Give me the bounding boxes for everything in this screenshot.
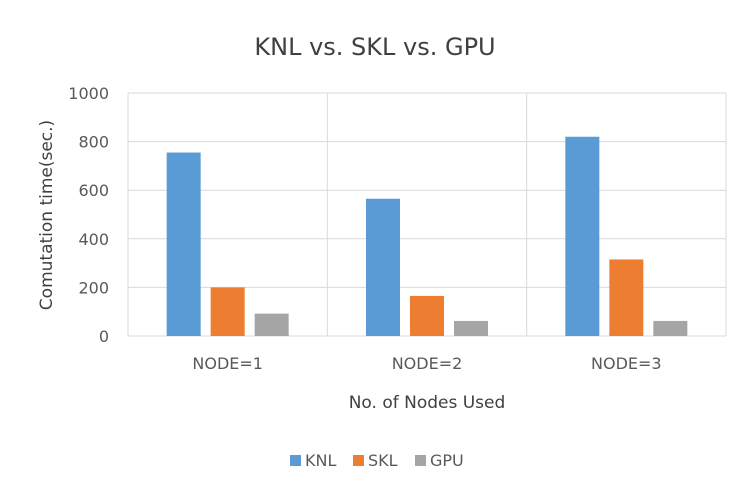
bar-knl-2 xyxy=(366,198,400,336)
x-axis-ticks: NODE=1 NODE=2 NODE=3 xyxy=(192,354,661,373)
y-tick-label: 1000 xyxy=(68,84,109,103)
x-axis-label: No. of Nodes Used xyxy=(349,393,506,413)
y-axis-label: Comutation time(sec.) xyxy=(37,120,57,310)
chart-title: KNL vs. SKL vs. GPU xyxy=(254,33,495,61)
bars xyxy=(166,136,688,336)
bar-skl-2 xyxy=(410,295,444,336)
x-tick-label: NODE=1 xyxy=(192,354,263,373)
y-tick-label: 600 xyxy=(78,181,109,200)
legend-label-gpu: GPU xyxy=(430,451,464,470)
y-tick-label: 0 xyxy=(99,327,109,346)
legend-swatch-gpu xyxy=(415,455,426,466)
bar-knl-1 xyxy=(166,152,201,336)
legend: KNL SKL GPU xyxy=(290,451,464,470)
y-tick-label: 800 xyxy=(78,133,109,152)
category-separators xyxy=(127,93,727,336)
legend-swatch-skl xyxy=(353,455,364,466)
bar-gpu-1 xyxy=(254,313,289,336)
bar-gpu-2 xyxy=(454,320,488,336)
y-tick-label: 200 xyxy=(78,278,109,297)
legend-swatch-knl xyxy=(290,455,301,466)
legend-label-knl: KNL xyxy=(305,451,336,470)
y-axis-ticks: 0 200 400 600 800 1000 xyxy=(68,84,109,346)
bar-skl-3 xyxy=(609,259,644,336)
legend-label-skl: SKL xyxy=(368,451,398,470)
bar-knl-3 xyxy=(565,136,600,336)
x-tick-label: NODE=3 xyxy=(591,354,662,373)
bar-skl-1 xyxy=(210,287,245,336)
bar-gpu-3 xyxy=(653,320,688,336)
y-tick-label: 400 xyxy=(78,230,109,249)
x-tick-label: NODE=2 xyxy=(392,354,463,373)
